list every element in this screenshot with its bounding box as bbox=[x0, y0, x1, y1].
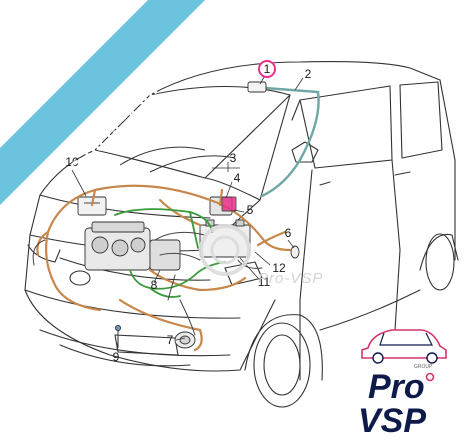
engine-block bbox=[84, 221, 181, 271]
callout-1: 1 bbox=[258, 60, 276, 78]
bracket-part bbox=[174, 331, 196, 349]
main-harness bbox=[36, 184, 292, 352]
watermark: Pro-VSP bbox=[199, 224, 323, 287]
callout-5: 5 bbox=[247, 203, 254, 217]
callout-2: 2 bbox=[305, 67, 312, 81]
svg-text:1: 1 bbox=[264, 62, 271, 76]
callout-6: 6 bbox=[285, 226, 292, 240]
svg-text:VSP: VSP bbox=[358, 402, 426, 440]
callout-10: 10 bbox=[65, 155, 79, 169]
callout-3: 3 bbox=[230, 151, 237, 165]
dark-wires bbox=[32, 231, 263, 336]
wipers bbox=[119, 146, 236, 173]
svg-text:GROUP: GROUP bbox=[414, 364, 433, 370]
callout-8: 8 bbox=[151, 278, 158, 292]
provsp-logo: GROUP Pro VSP bbox=[358, 329, 447, 440]
svg-text:Pro-VSP: Pro-VSP bbox=[258, 270, 323, 287]
callout-12: 12 bbox=[272, 261, 286, 275]
leader-lines bbox=[71, 73, 304, 351]
callout-7: 7 bbox=[167, 333, 174, 347]
callout-4: 4 bbox=[234, 171, 241, 185]
roof-antenna bbox=[221, 81, 267, 212]
callout-9: 9 bbox=[113, 350, 120, 364]
corner-banner: pro-piece-vsp.com bbox=[0, 0, 205, 205]
clip-part bbox=[115, 325, 121, 348]
callout-11: 11 bbox=[258, 275, 271, 289]
svg-text:Pro: Pro bbox=[368, 368, 425, 406]
antenna-cable bbox=[260, 86, 320, 198]
grommet-part bbox=[290, 245, 300, 259]
